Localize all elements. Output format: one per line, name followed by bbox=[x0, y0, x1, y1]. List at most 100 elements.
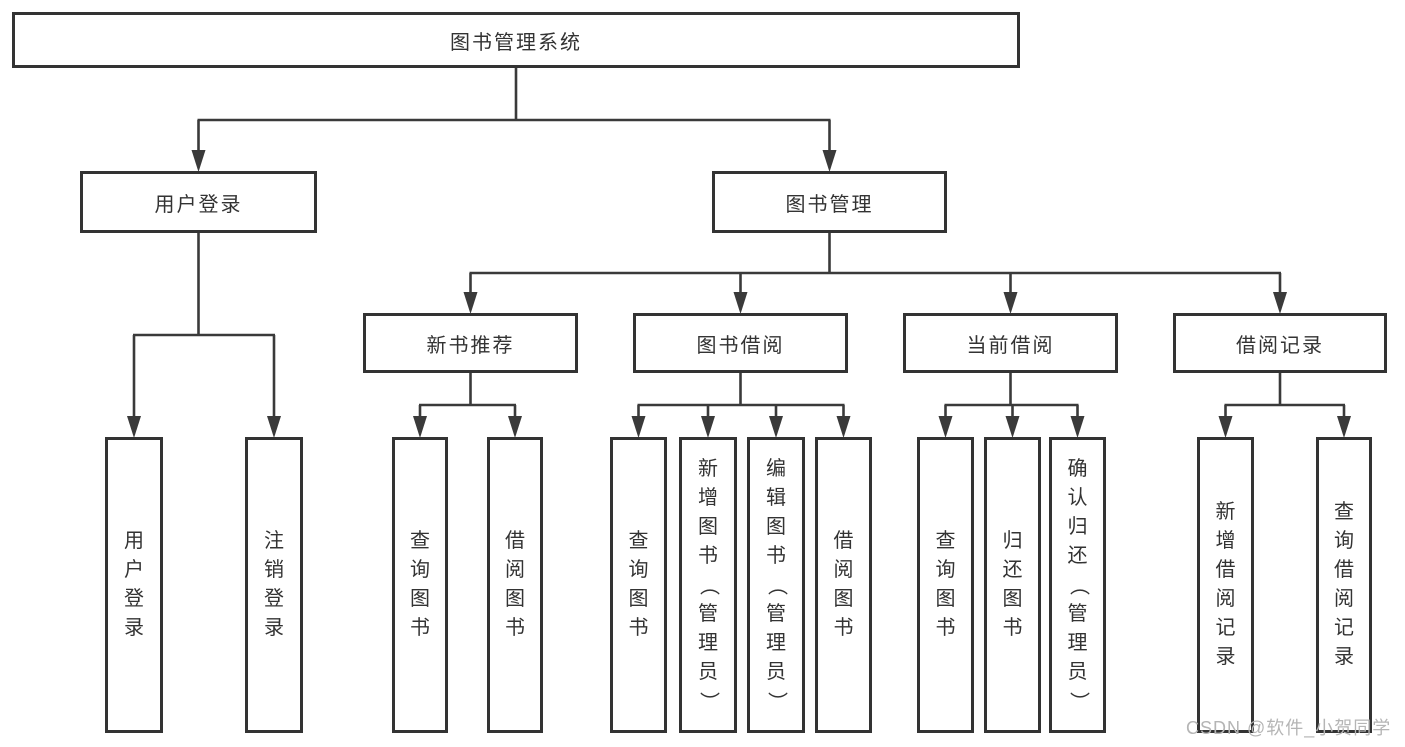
node-bb-borrow: 借阅图书 bbox=[815, 437, 872, 733]
vertical-char: 书 bbox=[505, 617, 525, 639]
vertical-char: 书 bbox=[833, 617, 854, 639]
vertical-char: 图 bbox=[1002, 588, 1023, 610]
vertical-char: 辑 bbox=[766, 486, 786, 509]
node-label: 图书管理 bbox=[785, 193, 874, 216]
node-root: 图书管理系统 bbox=[12, 12, 1020, 68]
vertical-char: 还 bbox=[1002, 559, 1023, 581]
node-label: 确认归还 （ 管理员 ） bbox=[1067, 455, 1089, 716]
vertical-char: ） bbox=[697, 691, 720, 711]
node-label: 借阅图书 bbox=[834, 527, 854, 643]
vertical-char: 增 bbox=[698, 486, 718, 509]
vertical-char: 录 bbox=[124, 617, 144, 639]
node-br-add: 新增借阅记录 bbox=[1197, 437, 1254, 733]
vertical-char: 图 bbox=[833, 588, 854, 610]
node-bb-query: 查询图书 bbox=[610, 437, 667, 733]
vertical-char: 归 bbox=[1067, 515, 1088, 538]
node-label: 用户登录 bbox=[154, 193, 243, 216]
vertical-char: 户 bbox=[124, 559, 144, 581]
node-label: 新书推荐 bbox=[426, 334, 515, 357]
vertical-char: 增 bbox=[1215, 530, 1236, 552]
node-nb-query: 查询图书 bbox=[392, 437, 448, 733]
node-cb-return: 归还图书 bbox=[984, 437, 1041, 733]
vertical-char: 借 bbox=[1334, 559, 1354, 581]
vertical-char: 管 bbox=[698, 602, 718, 625]
node-label: 编辑图书（管理员） bbox=[766, 455, 788, 716]
vertical-char: 员 bbox=[766, 660, 786, 683]
vertical-char: 新 bbox=[1215, 501, 1236, 523]
vertical-char: 用 bbox=[124, 530, 144, 552]
vertical-char: 阅 bbox=[1334, 588, 1354, 610]
node-label: 查询图书 bbox=[936, 527, 956, 643]
vertical-char: 询 bbox=[410, 559, 430, 581]
node-nb-borrow: 借阅图书 bbox=[487, 437, 543, 733]
vertical-char: 管 bbox=[1067, 602, 1088, 625]
node-bb-add: 新增图书（管理员） bbox=[679, 437, 737, 733]
node-br-query: 查询借阅记录 bbox=[1316, 437, 1372, 733]
node-label: 图书借阅 bbox=[696, 334, 785, 357]
vertical-char: 认 bbox=[1067, 486, 1088, 509]
node-label: 查询图书 bbox=[629, 527, 649, 643]
vertical-char: （ bbox=[765, 575, 788, 595]
vertical-char: 询 bbox=[1334, 530, 1354, 552]
vertical-char: 询 bbox=[628, 559, 649, 581]
vertical-char: ） bbox=[1067, 691, 1089, 711]
vertical-char: 图 bbox=[935, 588, 956, 610]
node-label: 图书管理系统 bbox=[450, 31, 582, 54]
vertical-char: 图 bbox=[698, 515, 718, 538]
vertical-char: 询 bbox=[935, 559, 956, 581]
vertical-char: 新 bbox=[698, 457, 718, 480]
vertical-char: 借 bbox=[505, 530, 525, 552]
vertical-char: 阅 bbox=[505, 559, 525, 581]
vertical-char: 借 bbox=[1215, 559, 1236, 581]
vertical-char: 查 bbox=[935, 530, 956, 552]
vertical-char: 阅 bbox=[1215, 588, 1236, 610]
vertical-char: 员 bbox=[1067, 660, 1088, 683]
vertical-char: ） bbox=[765, 691, 788, 711]
vertical-char: 登 bbox=[124, 588, 144, 610]
vertical-char: 理 bbox=[1067, 631, 1088, 654]
vertical-char: 确 bbox=[1067, 457, 1088, 480]
node-bb-edit: 编辑图书（管理员） bbox=[747, 437, 805, 733]
node-label: 新增借阅记录 bbox=[1216, 498, 1236, 672]
node-label: 查询图书 bbox=[410, 527, 430, 643]
vertical-char: 记 bbox=[1334, 617, 1354, 639]
node-label: 用户登录 bbox=[124, 527, 144, 643]
vertical-char: （ bbox=[697, 575, 720, 595]
node-label: 借阅图书 bbox=[505, 527, 525, 643]
vertical-char: 书 bbox=[410, 617, 430, 639]
vertical-char: 图 bbox=[505, 588, 525, 610]
vertical-char: 查 bbox=[410, 530, 430, 552]
vertical-char: 录 bbox=[1334, 646, 1354, 668]
node-new-book-rec: 新书推荐 bbox=[363, 313, 578, 373]
vertical-char: 借 bbox=[833, 530, 854, 552]
node-user-login: 用户登录 bbox=[105, 437, 163, 733]
vertical-char: 图 bbox=[766, 515, 786, 538]
node-label: 查询借阅记录 bbox=[1334, 498, 1354, 672]
node-cb-query: 查询图书 bbox=[917, 437, 974, 733]
vertical-char: 录 bbox=[264, 617, 284, 639]
watermark: CSDN @软件_小贺同学 bbox=[1186, 718, 1392, 738]
node-book-borrow: 图书借阅 bbox=[633, 313, 848, 373]
vertical-char: 录 bbox=[1215, 646, 1236, 668]
vertical-char: 书 bbox=[628, 617, 649, 639]
vertical-char: 登 bbox=[264, 588, 284, 610]
node-label: 注销登录 bbox=[264, 527, 284, 643]
node-book-mgmt: 图书管理 bbox=[712, 171, 947, 233]
vertical-char: 查 bbox=[1334, 501, 1354, 523]
node-user-login-group: 用户登录 bbox=[80, 171, 317, 233]
vertical-char: 还 bbox=[1067, 544, 1088, 567]
vertical-char: 书 bbox=[1002, 617, 1023, 639]
node-cb-confirm: 确认归还 （ 管理员 ） bbox=[1049, 437, 1106, 733]
vertical-char: 注 bbox=[264, 530, 284, 552]
node-logout: 注销登录 bbox=[245, 437, 303, 733]
vertical-char: 编 bbox=[766, 457, 786, 480]
vertical-char: 管 bbox=[766, 602, 786, 625]
vertical-char: 员 bbox=[698, 660, 718, 683]
vertical-char: 记 bbox=[1215, 617, 1236, 639]
vertical-char: 查 bbox=[628, 530, 649, 552]
vertical-char: （ bbox=[1067, 575, 1089, 595]
node-current-borrow: 当前借阅 bbox=[903, 313, 1118, 373]
